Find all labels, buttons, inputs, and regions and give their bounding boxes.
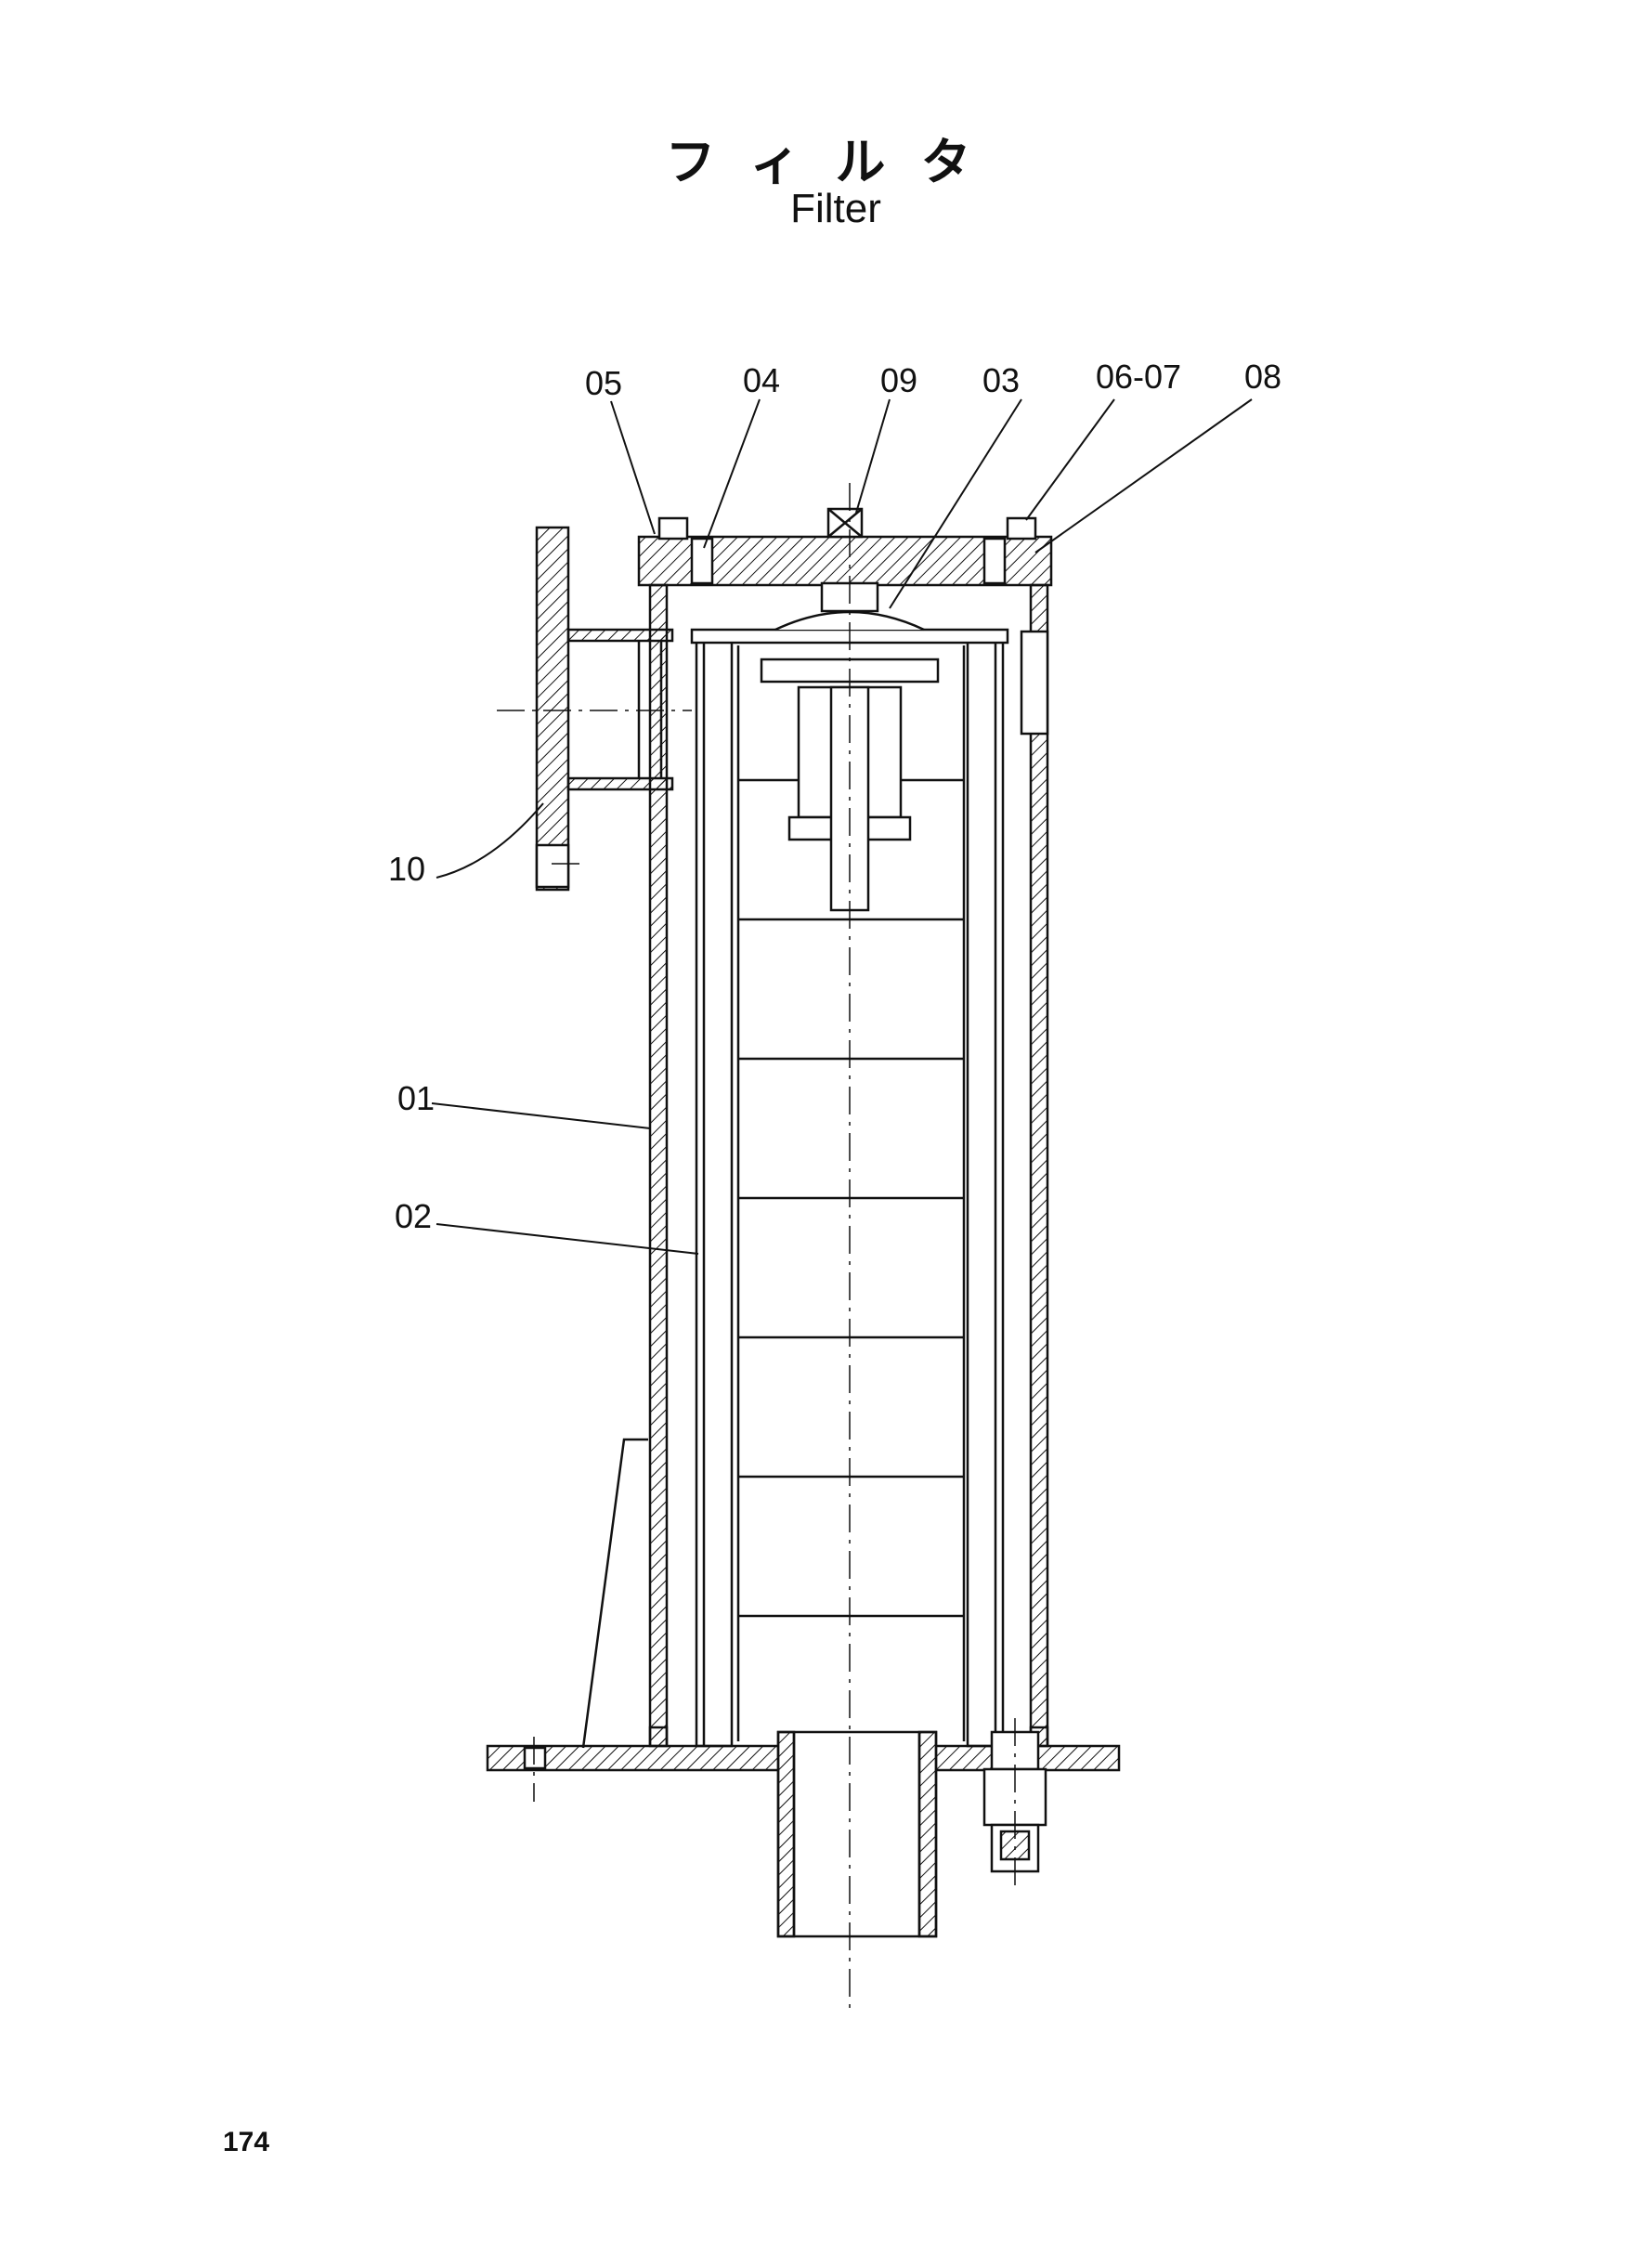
page-title-english: Filter bbox=[790, 186, 881, 231]
element-frame-02 bbox=[695, 639, 734, 1748]
inlet-nozzle-10 bbox=[535, 526, 674, 892]
page-title-japanese: フィルタ bbox=[665, 133, 1007, 191]
outlet-pipe bbox=[776, 1730, 938, 1938]
outer-shell-01 bbox=[648, 583, 669, 1748]
label-10: 10 bbox=[388, 850, 425, 888]
element-rungs bbox=[736, 645, 966, 1741]
label-02: 02 bbox=[395, 1197, 432, 1235]
label-06-07: 06-07 bbox=[1096, 358, 1181, 396]
label-04: 04 bbox=[743, 361, 780, 399]
label-09: 09 bbox=[880, 361, 917, 399]
bolt-06-07 bbox=[1006, 516, 1037, 541]
label-01: 01 bbox=[397, 1079, 435, 1117]
label-08: 08 bbox=[1244, 358, 1281, 396]
bolt-05 bbox=[657, 516, 689, 541]
page-number: 174 bbox=[223, 2127, 270, 2157]
label-05: 05 bbox=[585, 364, 622, 402]
support-leg bbox=[581, 1438, 648, 1749]
label-03: 03 bbox=[982, 361, 1020, 399]
